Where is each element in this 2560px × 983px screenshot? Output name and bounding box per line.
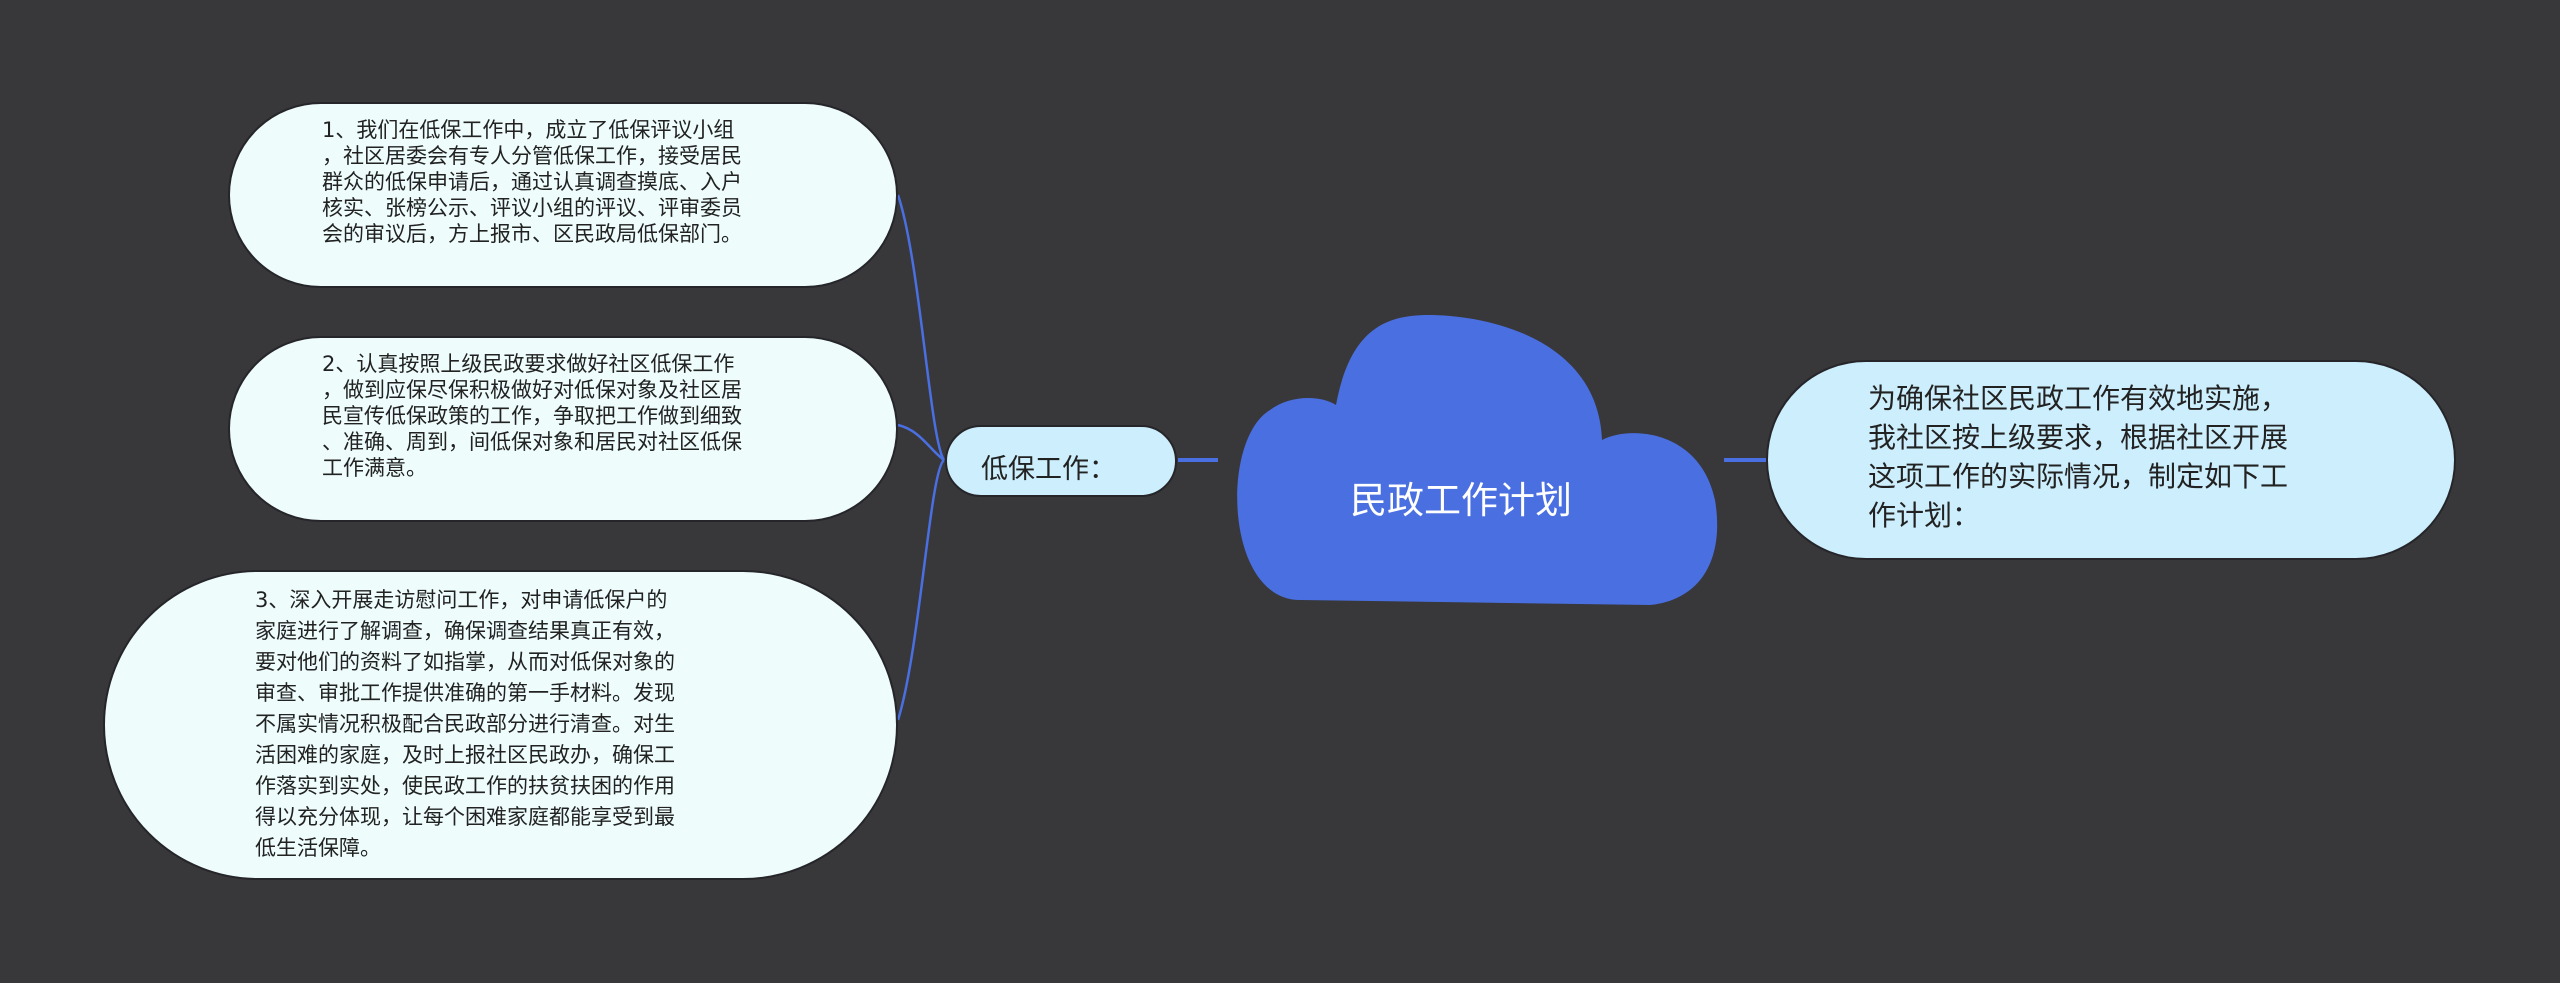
link-branch-item1	[896, 194, 946, 461]
intro-text: 为确保社区民政工作有效地实施， 我社区按上级要求，根据社区开展 这项工作的实际情…	[1868, 382, 2289, 532]
item-2-text: 2、认真按照上级民政要求做好社区低保工作，做到应保尽保积极做好对低保对象及社区居…	[322, 352, 742, 480]
intro-node[interactable]: 为确保社区民政工作有效地实施， 我社区按上级要求，根据社区开展 这项工作的实际情…	[1766, 360, 2456, 560]
branch-label: 低保工作：	[981, 454, 1116, 485]
item-node-2[interactable]: 2、认真按照上级民政要求做好社区低保工作，做到应保尽保积极做好对低保对象及社区居…	[228, 336, 898, 522]
root-cloud-shape	[1237, 315, 1718, 605]
item-node-3[interactable]: 3、深入开展走访慰问工作，对申请低保户的家庭进行了解调查，确保调查结果真正有效，…	[103, 570, 898, 880]
root-title[interactable]: 民政工作计划	[1350, 479, 1572, 522]
item-3-text: 3、深入开展走访慰问工作，对申请低保户的家庭进行了解调查，确保调查结果真正有效，…	[255, 588, 675, 860]
item-1-text: 1、我们在低保工作中，成立了低保评议小组，社区居委会有专人分管低保工作，接受居民…	[322, 118, 742, 246]
link-branch-item3	[896, 458, 945, 721]
link-branch-item2	[897, 423, 945, 462]
branch-node-dibao[interactable]: 低保工作：	[945, 425, 1177, 497]
item-node-1[interactable]: 1、我们在低保工作中，成立了低保评议小组，社区居委会有专人分管低保工作，接受居民…	[228, 102, 898, 288]
